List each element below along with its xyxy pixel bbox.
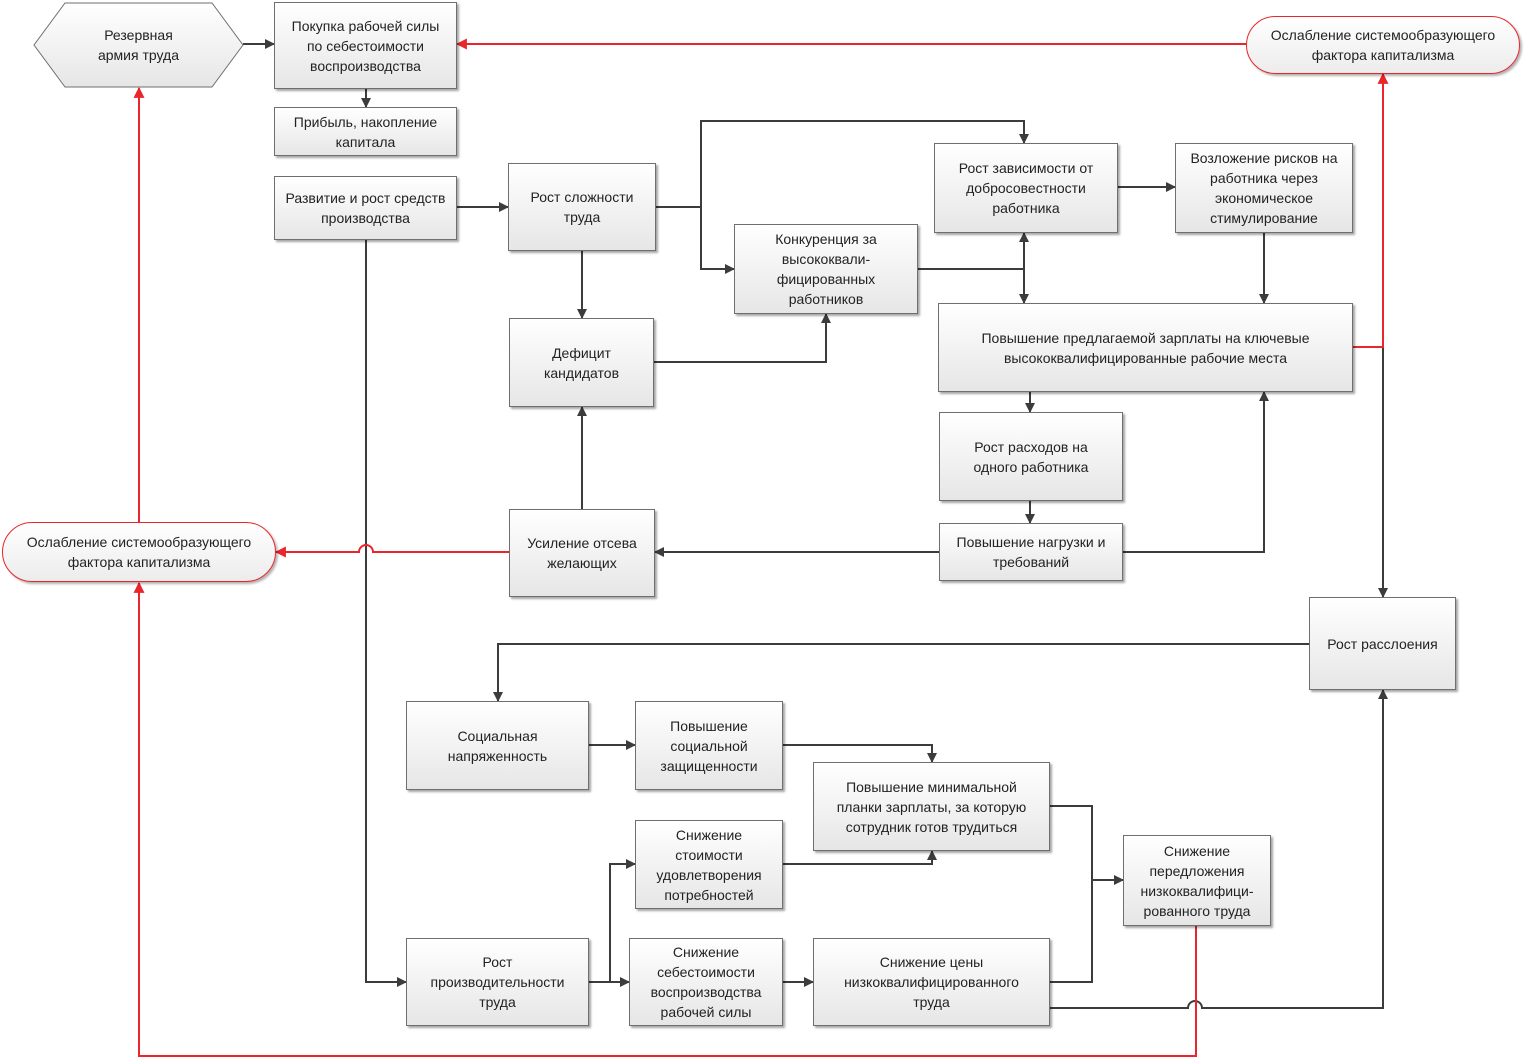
edge-needs-to-minwage xyxy=(783,850,937,865)
node-cost-per-worker-label: Рост расходов на одного работника xyxy=(973,438,1089,475)
node-risk-shift-label: Возложение рисков на работника через эко… xyxy=(1190,150,1338,226)
node-labor-complexity-label: Рост сложности труда xyxy=(530,189,634,225)
feedback-lowskill-supply-to-left-weakening xyxy=(133,581,1197,1057)
node-screening: Усиление отсева желающих xyxy=(509,509,655,597)
node-cost-per-worker: Рост расходов на одного работника xyxy=(939,412,1123,501)
node-reserve-army-label: Резервная армия труда xyxy=(97,27,180,63)
node-weakening-top: Ослабление системообразующего фактора ка… xyxy=(1246,16,1520,74)
node-means-of-production-label: Развитие и рост средств производства xyxy=(285,190,446,226)
edge-deficit-to-competition xyxy=(654,313,831,363)
node-weakening-left-label: Ослабление системообразующего фактора ка… xyxy=(26,534,252,570)
node-social-tension: Социальная напряженность xyxy=(406,701,589,790)
node-dependence-growth: Рост зависимости от добросовестности раб… xyxy=(934,143,1118,233)
node-means-of-production: Развитие и рост средств производства xyxy=(274,176,457,240)
node-dependence-growth-label: Рост зависимости от добросовестности раб… xyxy=(958,160,1094,216)
edge-complexity-to-competition xyxy=(700,207,735,274)
node-min-wage-label: Повышение минимальной планки зарплаты, з… xyxy=(836,778,1027,835)
edge-stratification-to-tension xyxy=(493,643,1309,702)
node-labor-purchase-label: Покупка рабочей силы по себестоимости во… xyxy=(291,17,440,74)
node-reproduction-cost-label: Снижение себестоимости воспроизводства р… xyxy=(650,944,762,1020)
edge-means-to-productivity xyxy=(365,240,407,987)
node-screening-label: Усиление отсева желающих xyxy=(527,535,637,571)
edge-competition-to-dependence xyxy=(918,232,1029,270)
node-competition-label: Конкуренция за высококвали- фицированных… xyxy=(775,231,877,307)
node-productivity: Рост производительности труда xyxy=(406,938,589,1026)
node-profit-accumulation: Прибыль, накопление капитала xyxy=(274,107,457,156)
edge-protection-to-minwage xyxy=(783,744,937,763)
node-labor-purchase: Покупка рабочей силы по себестоимости во… xyxy=(274,2,457,89)
node-load-requirements: Повышение нагрузки и требований xyxy=(939,523,1123,581)
node-weakening-top-label: Ослабление системообразующего фактора ка… xyxy=(1270,27,1496,63)
edge-productivity-to-needs xyxy=(589,859,636,983)
node-min-wage: Повышение минимальной планки зарплаты, з… xyxy=(813,762,1050,851)
edge-complexity-to-dependence xyxy=(656,120,1029,208)
node-reproduction-cost: Снижение себестоимости воспроизводства р… xyxy=(629,938,783,1026)
feedback-salary-to-top-weakening xyxy=(1353,72,1389,348)
node-risk-shift: Возложение рисков на работника через эко… xyxy=(1175,143,1353,233)
node-low-skill-price: Снижение цены низкоквалифицированного тр… xyxy=(813,938,1050,1026)
node-weakening-left: Ослабление системообразующего фактора ка… xyxy=(2,522,276,582)
hexagon-shape xyxy=(33,2,244,88)
edge-lowprice-to-lowskill-supply xyxy=(1050,880,1093,983)
edge-minwage-to-lowskill-supply xyxy=(1050,805,1124,885)
node-social-protection: Повышение социальной защищенности xyxy=(635,701,783,790)
node-productivity-label: Рост производительности труда xyxy=(430,954,565,1010)
feedback-screening-to-left-weakening xyxy=(274,544,509,558)
node-reserve-army: Резервная армия труда xyxy=(33,2,244,88)
node-needs-cost-label: Снижение стоимости удовлетворения потреб… xyxy=(656,826,762,903)
node-load-requirements-label: Повышение нагрузки и требований xyxy=(956,534,1106,570)
node-labor-complexity: Рост сложности труда xyxy=(508,163,656,251)
node-low-skill-supply: Снижение передложения низкоквалифици- ро… xyxy=(1123,835,1271,926)
node-social-protection-label: Повышение социальной защищенности xyxy=(660,717,758,774)
edge-load-to-salary xyxy=(1123,391,1269,553)
node-candidate-deficit: Дефицит кандидатов xyxy=(509,318,654,407)
node-low-skill-supply-label: Снижение передложения низкоквалифици- ро… xyxy=(1140,842,1254,919)
node-candidate-deficit-label: Дефицит кандидатов xyxy=(543,344,620,381)
node-competition: Конкуренция за высококвали- фицированных… xyxy=(734,224,918,314)
node-social-tension-label: Социальная напряженность xyxy=(447,727,548,764)
node-salary-increase-label: Повышение предлагаемой зарплаты на ключе… xyxy=(981,329,1310,366)
node-profit-accumulation-label: Прибыль, накопление капитала xyxy=(293,113,438,150)
node-stratification-label: Рост расслоения xyxy=(1327,635,1438,652)
node-salary-increase: Повышение предлагаемой зарплаты на ключе… xyxy=(938,303,1353,392)
node-stratification: Рост расслоения xyxy=(1309,597,1456,690)
node-needs-cost: Снижение стоимости удовлетворения потреб… xyxy=(635,820,783,909)
node-low-skill-price-label: Снижение цены низкоквалифицированного тр… xyxy=(844,954,1019,1010)
